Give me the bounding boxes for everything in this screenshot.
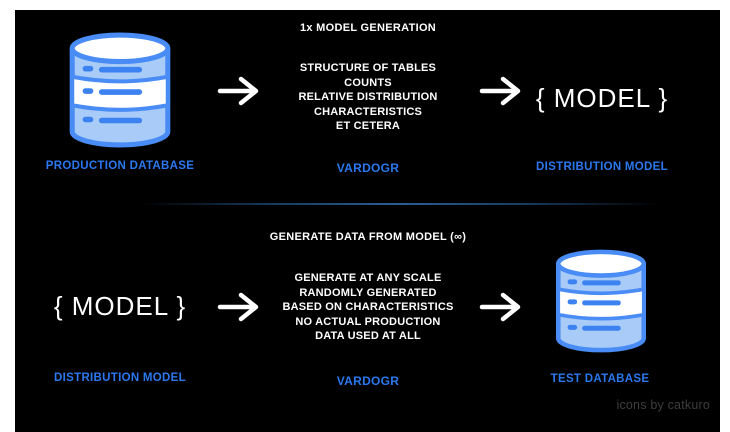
distribution-model-label-bottom: DISTRIBUTION MODEL <box>54 372 186 384</box>
arrow-right-icon <box>216 74 262 108</box>
icons-credit: icons by catkuro <box>616 398 710 412</box>
detail-line: STRUCTURE OF TABLES <box>299 62 437 74</box>
database-icon <box>69 32 171 148</box>
production-database-icon <box>64 29 176 151</box>
distribution-model-text-top: { MODEL } <box>535 83 669 113</box>
model-generation-details: STRUCTURE OF TABLES COUNTS RELATIVE DIST… <box>268 61 468 134</box>
row-divider <box>140 203 660 205</box>
detail-line: ET CETERA <box>335 120 401 133</box>
model-generation-title: 1x MODEL GENERATION <box>299 22 437 34</box>
arrow-right-icon <box>478 290 524 324</box>
arrow-right-icon <box>478 74 524 108</box>
generate-data-details: GENERATE AT ANY SCALE RANDOMLY GENERATED… <box>258 271 478 344</box>
arrow-right-icon <box>216 290 262 324</box>
vardogr-label-top: VARDOGR <box>336 161 400 175</box>
test-database-label: TEST DATABASE <box>550 373 650 385</box>
detail-line: COUNTS <box>344 76 392 89</box>
detail-line: GENERATE AT ANY SCALE <box>294 272 442 284</box>
detail-line: BASED ON CHARACTERISTICS <box>282 301 454 314</box>
database-icon <box>556 249 646 353</box>
production-database-label: PRODUCTION DATABASE <box>45 160 195 172</box>
generate-data-title: GENERATE DATA FROM MODEL (∞) <box>269 231 467 243</box>
detail-line: RELATIVE DISTRIBUTION <box>298 91 438 104</box>
vardogr-label-bottom: VARDOGR <box>336 374 400 388</box>
distribution-model-label-top: DISTRIBUTION MODEL <box>536 161 668 173</box>
detail-line: NO ACTUAL PRODUCTION <box>295 315 441 328</box>
test-database-icon <box>551 246 651 356</box>
detail-line: RANDOMLY GENERATED <box>299 286 437 299</box>
detail-line: DATA USED AT ALL <box>315 330 421 343</box>
detail-line: CHARACTERISTICS <box>313 105 423 118</box>
distribution-model-text-bottom: { MODEL } <box>53 291 187 321</box>
